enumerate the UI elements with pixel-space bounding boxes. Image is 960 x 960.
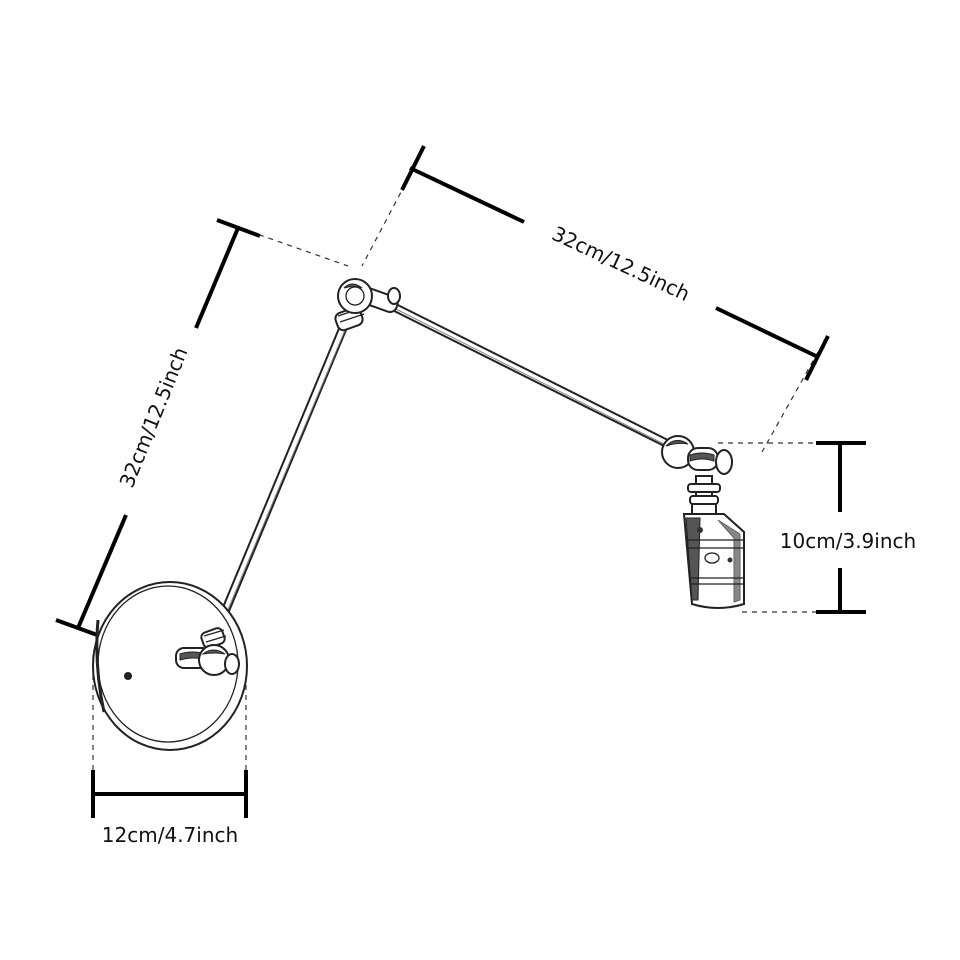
dimension-socket-height: 10cm/3.9inch (780, 441, 916, 614)
dimension-left-arm: 32cm/12.5inch (55, 218, 261, 638)
base-joint (175, 627, 240, 676)
dimension-base-width: 12cm/4.7inch (91, 770, 248, 847)
wall-mount-base (92, 581, 248, 751)
dim-line-left-arm-top (194, 227, 240, 329)
elbow-joint (334, 278, 401, 332)
dim-tick-top-arm-right (804, 335, 830, 381)
socket-height-dimension-label: 10cm/3.9inch (780, 529, 916, 553)
lamp-socket (682, 503, 745, 609)
socket-swivel-joint (661, 435, 733, 475)
lower-arm (209, 311, 353, 643)
dim-line-top-arm-left (409, 166, 525, 224)
upper-arm (375, 295, 677, 451)
upper-arm-dimension-label: 32cm/12.5inch (114, 344, 192, 491)
socket-neck (687, 475, 721, 505)
wall-lamp-illustration (92, 278, 745, 751)
base-width-dimension-label: 12cm/4.7inch (102, 823, 238, 847)
dim-tick-left-arm-top (216, 218, 261, 238)
dim-line-left-arm-bottom (76, 514, 128, 629)
dim-tick-top-arm-left (400, 145, 426, 191)
dim-tick-left-arm-bottom (55, 618, 101, 638)
dim-line-top-arm-right (715, 306, 819, 359)
lower-arm-dimension-label: 32cm/12.5inch (548, 221, 693, 306)
